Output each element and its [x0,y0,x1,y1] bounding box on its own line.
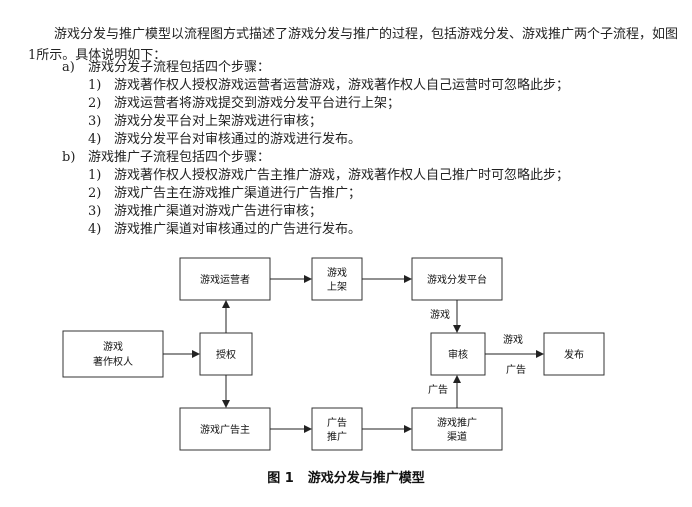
intro-paragraph: 游戏分发与推广模型以流程图方式描述了游戏分发与推广的过程，包括游戏分发、游戏推广… [28,27,679,63]
node-distribution-platform-label: 游戏分发平台 [427,273,487,286]
step-text: 游戏广告主在游戏推广渠道进行广告推广； [114,186,362,201]
node-publish [543,332,605,376]
node-operator-label: 游戏运营者 [200,273,250,286]
edge-label-game-ad-line1: 游戏 [503,333,523,346]
section-a-label: a) [62,60,75,75]
step-text: 游戏推广渠道对审核通过的广告进行发布。 [114,222,362,237]
node-authorize [199,332,253,376]
step-label: 1) [88,78,102,93]
node-copyright-holder [62,330,164,378]
step-label: 4) [88,222,102,237]
step-text: 游戏分发平台对上架游戏进行审核； [114,114,323,129]
node-promotion-channel-line2: 渠道 [447,430,467,443]
node-advertiser-label: 游戏广告主 [200,423,250,436]
step-text: 游戏运营者将游戏提交到游戏分发平台进行上架； [114,96,401,111]
node-promotion-channel [411,407,503,451]
edge-label-ad: 广告 [428,383,448,396]
node-ad-promotion-line1: 广告 [327,416,347,429]
step-text: 游戏分发平台对审核通过的游戏进行发布。 [114,132,362,147]
node-review-label: 审核 [448,348,468,361]
node-game-listing-line2: 上架 [327,281,347,293]
figure-number: 图 1 [267,471,294,486]
section-a-text: 游戏分发子流程包括四个步骤： [88,60,271,75]
step-text: 游戏推广渠道对游戏广告进行审核； [114,204,323,219]
step-text: 游戏著作权人授权游戏运营者运营游戏，游戏著作权人自己运营时可忽略此步； [114,78,570,93]
node-publish-label: 发布 [564,348,584,361]
step-label: 2) [88,96,102,111]
node-promotion-channel-line1: 游戏推广 [437,416,477,429]
node-ad-promotion-line2: 推广 [327,430,347,443]
node-copyright-holder-line1: 游戏 [103,340,123,353]
node-authorize-label: 授权 [216,348,236,361]
node-copyright-holder-line2: 著作权人 [93,355,133,368]
step-text: 游戏著作权人授权游戏广告主推广游戏，游戏著作权人自己推广时可忽略此步； [114,168,570,183]
node-review [430,332,486,376]
node-advertiser [179,407,271,451]
section-b-label: b) [62,150,76,165]
section-b-text: 游戏推广子流程包括四个步骤： [88,150,271,165]
figure-title: 游戏分发与推广模型 [307,471,425,486]
step-label: 4) [88,132,102,147]
step-label: 1) [88,168,102,183]
step-label: 3) [88,114,102,129]
node-game-listing [311,257,363,301]
step-label: 2) [88,186,102,201]
step-label: 3) [88,204,102,219]
node-ad-promotion [311,407,363,451]
figure-caption: 图 1 游戏分发与推广模型 [0,467,692,486]
node-game-listing-line1: 游戏 [327,266,347,279]
edge-label-game-ad-line2: 广告 [506,363,526,376]
edge-label-game: 游戏 [430,308,450,321]
